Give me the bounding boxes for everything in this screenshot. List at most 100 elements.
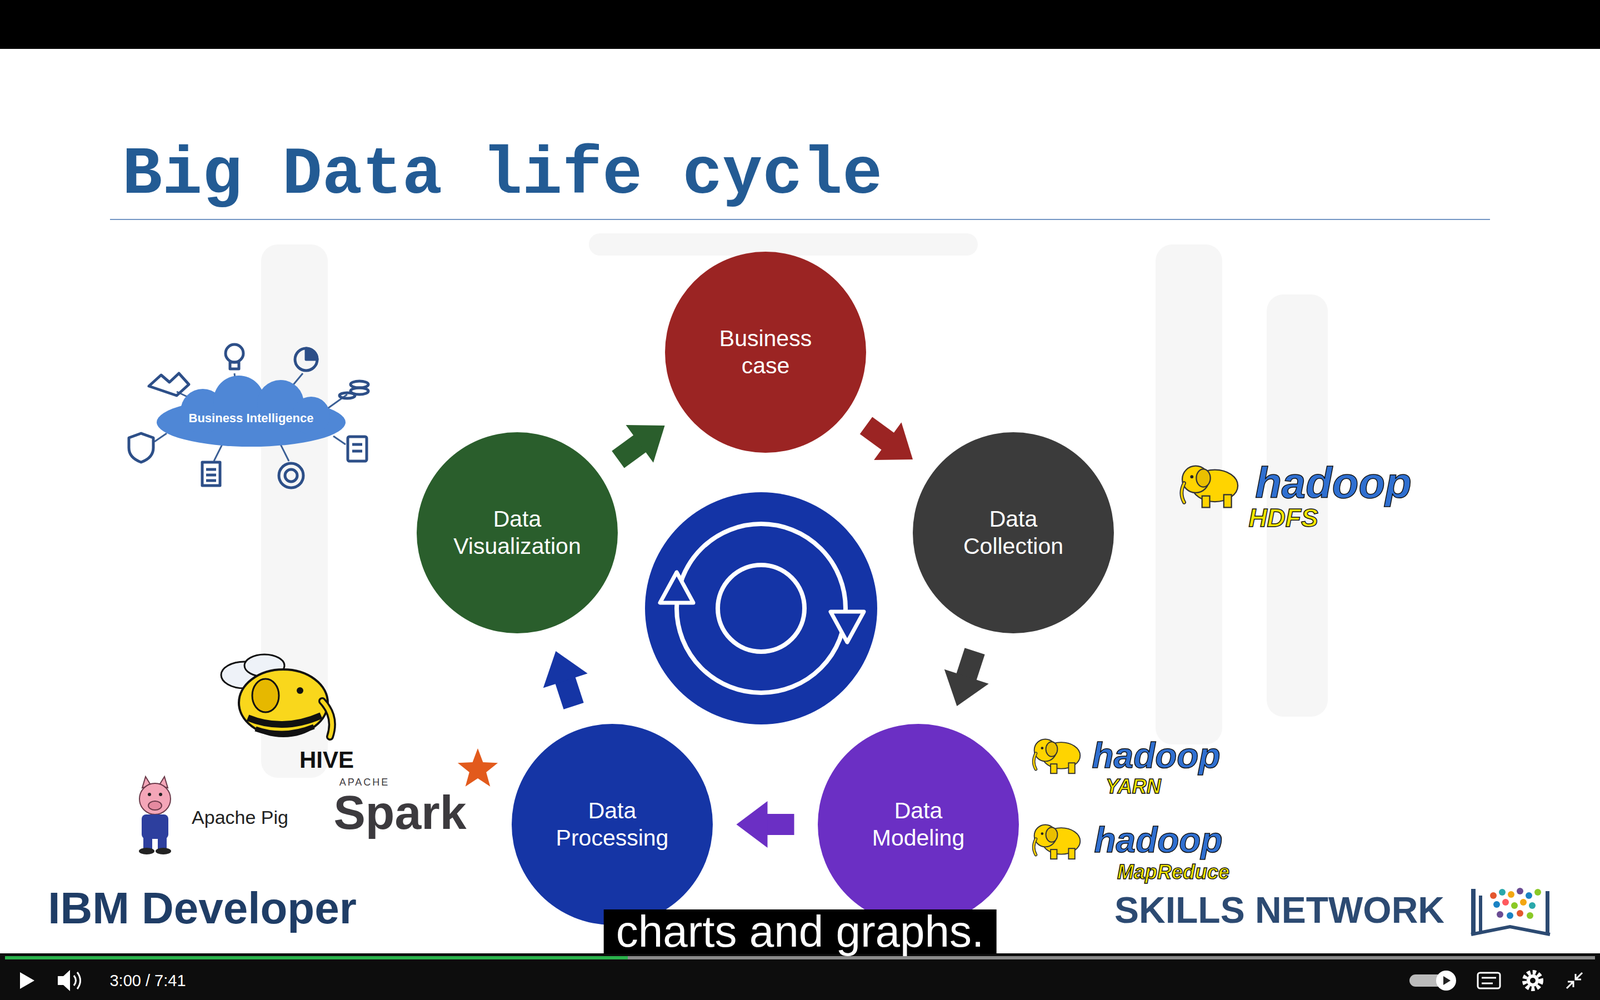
hive-logo — [238, 669, 328, 737]
business-intelligence-icon — [206, 479, 217, 483]
logo-subtitle: APACHE — [339, 777, 390, 788]
logo-subtitle: HDFS — [1248, 505, 1318, 531]
business-intelligence-icon — [352, 443, 363, 447]
player-controls — [5, 956, 628, 960]
business-intelligence-icon — [339, 392, 355, 399]
skills-network-icon — [1528, 902, 1536, 909]
circle-fill — [416, 432, 618, 634]
skills-network-icon — [1516, 910, 1524, 917]
logo-wordmark-holder: hadoop — [1255, 461, 1412, 505]
business-intelligence-icon — [225, 344, 244, 363]
circle-outline — [511, 723, 714, 926]
player-controls — [5, 956, 1595, 960]
arrow-shaft — [966, 651, 975, 678]
logo-subtitle-holder: MapReduce — [1117, 862, 1230, 883]
circle-outline — [912, 431, 1115, 634]
cycle-icon — [830, 611, 864, 643]
logo-subtitle-holder: HDFS — [1248, 505, 1318, 531]
cycle-arrow — [543, 651, 588, 707]
player-controls — [1443, 976, 1451, 985]
pig-logo — [148, 801, 162, 810]
player-controls — [1526, 974, 1539, 987]
stage-label: Business case — [697, 325, 834, 380]
time-display: 3:00 / 7:41 — [109, 972, 186, 989]
node-body: Data Modeling — [817, 723, 1020, 926]
stage-label: Data Processing — [544, 797, 681, 852]
stage-circle: Business case — [664, 251, 867, 454]
business-intelligence-icon — [333, 436, 346, 445]
business-intelligence-icon — [206, 468, 217, 472]
business-intelligence-icon — [327, 394, 348, 409]
logo-wordmark-holder: Spark — [333, 788, 467, 837]
cycle-icon — [676, 523, 846, 693]
skills-network-icon — [1502, 898, 1509, 906]
player-controls — [1481, 982, 1493, 985]
player-controls — [73, 975, 77, 986]
business-intelligence-icon — [278, 463, 304, 488]
logo-wordmark: HIVE — [299, 748, 354, 772]
pig-logo — [157, 836, 167, 849]
skills-network-icon — [1490, 892, 1497, 899]
stage-circle: Data Collection — [912, 431, 1115, 634]
player-controls — [0, 953, 1600, 1000]
business-intelligence-icon — [128, 344, 369, 488]
pig-logo — [138, 847, 155, 855]
business-intelligence-icon — [154, 433, 167, 442]
business-intelligence-icon — [213, 444, 223, 462]
cycle-arrow — [866, 422, 913, 460]
pig-logo — [139, 783, 171, 815]
title-rule — [110, 218, 1490, 220]
player-controls — [20, 972, 35, 989]
arrow-shaft — [866, 425, 889, 442]
skills-network-icon — [1525, 892, 1533, 899]
arrow-shaft — [766, 813, 795, 835]
hive-logo — [255, 726, 314, 734]
business-intelligence-icon — [148, 373, 189, 396]
hive-logo — [247, 715, 322, 725]
pig-logo — [155, 847, 172, 855]
arrow-head — [944, 669, 989, 707]
player-controls — [57, 970, 70, 992]
brand-name: SKILLS NETWORK — [1114, 891, 1445, 929]
cloud-label: Business Intelligence — [188, 412, 314, 425]
stage-circle: Data Visualization — [416, 431, 619, 634]
node-body: Data Collection — [912, 431, 1115, 634]
cycle-icon — [645, 492, 878, 725]
stage-label: Data Modeling — [850, 797, 987, 852]
arrow-head — [736, 801, 768, 848]
skills-network-icon — [1516, 887, 1524, 895]
skills-network-icon — [1526, 912, 1534, 919]
node-body: Data Processing — [511, 723, 714, 926]
arrow-head — [626, 425, 665, 463]
hadoop-elephant — [1033, 824, 1081, 859]
brand-name-holder: IBM Developer — [47, 886, 357, 931]
circle-outline — [817, 723, 1020, 926]
hive-logo — [221, 654, 333, 737]
business-intelligence-icon — [230, 362, 239, 369]
player-controls — [0, 953, 1600, 1000]
skills-network-icon — [1493, 901, 1500, 908]
business-intelligence-icon — [347, 436, 367, 462]
business-intelligence-icon — [202, 462, 220, 486]
stage-label: Data Visualization — [449, 505, 586, 560]
time-display-holder: 3:00 / 7:41 — [109, 972, 186, 989]
arrow-shaft — [565, 679, 574, 707]
subtitle-caption-holder: charts and graphs. — [603, 909, 997, 954]
logo-subtitle: YARN — [1105, 776, 1161, 797]
player-controls — [1530, 977, 1536, 984]
player-controls — [1524, 972, 1542, 989]
stage-circle: Data Processing — [511, 723, 714, 926]
player-controls — [1481, 977, 1497, 979]
hive-logo — [296, 687, 304, 694]
skills-network-icon — [1507, 891, 1515, 898]
cloud-label-holder: Business Intelligence — [188, 412, 314, 425]
pig-logo — [143, 836, 153, 849]
circle-fill — [511, 723, 713, 925]
arrow-head — [543, 651, 588, 688]
logo-subtitle: MapReduce — [1117, 862, 1230, 883]
circle-fill — [665, 251, 867, 453]
subtitle-caption: charts and graphs. — [616, 909, 985, 954]
spark-star — [457, 748, 498, 787]
player-controls — [77, 972, 81, 989]
circle-outline — [664, 251, 867, 454]
